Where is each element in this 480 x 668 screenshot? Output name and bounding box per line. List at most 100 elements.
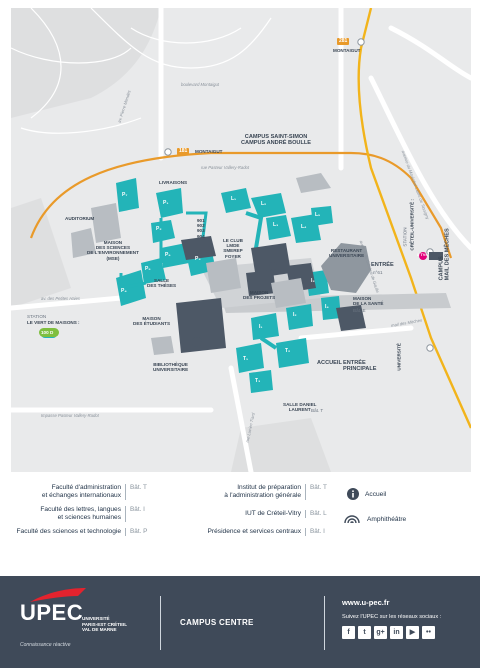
station-right-label: CRÉTEIL-UNIVERSITÉ : (409, 199, 415, 251)
building-p1: P₁ (163, 200, 169, 206)
maison-sciences-label: MAISON DES SCIENCES DE L'ENVIRONNEMENT (… (87, 240, 139, 261)
line-181-tag: 181 (177, 148, 190, 155)
legend-accueil: Accueil (347, 488, 386, 500)
legend-bat: Bât. P (130, 528, 148, 535)
road-impasse: Impasse Pasteur Vallery-Radot (41, 413, 99, 418)
legend-accueil-label: Accueil (365, 490, 387, 498)
amphitheatre-icon (344, 515, 360, 524)
building-l2: L₂ (261, 201, 267, 207)
salle-daniel-label: SALLE DANIEL LAURENT (283, 402, 317, 413)
legend-bat: Bât. T (310, 484, 327, 491)
building-t1: T₁ (243, 356, 249, 362)
salles-901-904-label: 901 902 903 904 (197, 218, 205, 239)
building-l5: L₅ (315, 212, 321, 218)
station-left-label: LE VERT DE MAISONS : (27, 320, 80, 325)
legend: Faculté d'administration et échanges int… (11, 476, 471, 572)
entree-principale-label: ENTRÉE PRINCIPALE (343, 360, 377, 373)
tagline: Connaissance réactive (20, 642, 71, 648)
maison-sante-sub-label: Bât. E (353, 308, 366, 313)
building-i3: I₃ (311, 278, 315, 284)
website-link[interactable]: www.u-pec.fr (342, 598, 390, 607)
legend-name: Présidence et services centraux (207, 528, 301, 535)
social-text: Suivez l'UPEC sur les réseaux sociaux : (342, 614, 442, 620)
linkedin-icon[interactable]: in (390, 626, 403, 639)
legend-item-institut: Institut de préparation à l'administrati… (191, 484, 327, 500)
legend-bat: Bât. I (130, 506, 145, 513)
flickr-icon[interactable]: •• (422, 626, 435, 639)
info-icon (347, 488, 359, 500)
campus-map: boulevard Montaigut av. Pierre Mendès ru… (11, 8, 471, 472)
building-t2: T₂ (285, 348, 291, 354)
campus-mail-meches-label: CAMPUS MAIL DES MÈCHES (438, 228, 451, 281)
bibliotheque-label: BIBLIOTHÈQUE UNIVERSITAIRE (153, 362, 189, 373)
entree-sub-label: n°61 (373, 270, 383, 275)
building-p6: P₆ (165, 252, 171, 258)
legend-item-sciences: Faculté des sciences et technologie Bât.… (11, 528, 147, 536)
maison-etudiants-label: MAISON DES ÉTUDIANTS (133, 316, 171, 327)
stop-montaigut-top: MONTAIGUT (333, 48, 361, 53)
building-i4: I₄ (325, 304, 329, 310)
salle-theses-label: SALLE DES THÈSES (147, 278, 177, 289)
campus-title: CAMPUS CENTRE (180, 618, 254, 627)
campus-saint-simon-label: CAMPUS SAINT-SIMON CAMPUS ANDRÉ BOULLE (241, 134, 312, 147)
legend-bat: Bât. T (130, 484, 147, 491)
building-l3: L₃ (273, 222, 279, 228)
building-i2: I₂ (293, 312, 297, 318)
building-l1: L₁ (231, 196, 237, 202)
stop-universite: UNIVERSITÉ (396, 343, 402, 371)
road-montaigut: boulevard Montaigut (181, 82, 219, 87)
station-right-title: STATION (402, 227, 408, 247)
legend-bat: Bât. I (310, 528, 325, 535)
legend-name: Faculté des lettres, langues et sciences… (40, 506, 121, 521)
station-right-lines: 8 TVM (417, 252, 429, 257)
legend-amphitheatre: Amphithéâtre (343, 514, 406, 524)
salle-daniel-sub-label: Bât. T (311, 408, 324, 413)
legend-name: Faculté des sciences et technologie (16, 528, 121, 535)
legend-item-administration: Faculté d'administration et échanges int… (11, 484, 147, 500)
accueil-label: ACCUEIL (317, 360, 342, 366)
entree-label: ENTRÉE (371, 262, 394, 268)
legend-divider (305, 510, 306, 518)
station-left-title: STATION (27, 314, 47, 319)
upec-logo: UPEC (20, 588, 86, 626)
footer-divider-2 (324, 596, 325, 650)
youtube-icon[interactable]: ▶ (406, 626, 419, 639)
legend-divider (125, 506, 126, 522)
twitter-icon[interactable]: t (358, 626, 371, 639)
road-pasteur: rue Pasteur Vallery-Radot (201, 165, 250, 170)
building-t3: T₃ (255, 378, 261, 384)
auditorium-label: AUDITORIUM (65, 216, 95, 221)
building-p3: P₃ (195, 256, 201, 262)
legend-item-lettres: Faculté des lettres, langues et sciences… (11, 506, 145, 522)
university-name: UNIVERSITÉ PARIS-EST CRÉTEIL VAL DE MARN… (82, 616, 128, 633)
building-p4: P₄ (121, 288, 127, 294)
building-i1: I₁ (259, 324, 263, 330)
building-p2: P₂ (156, 226, 162, 232)
legend-name: IUT de Créteil-Vitry (245, 510, 301, 517)
club-label: LE CLUB LMDE SMEREP FOYER (223, 238, 243, 259)
legend-item-presidence: Présidence et services centraux Bât. I (191, 528, 325, 536)
legend-divider (125, 528, 126, 536)
facebook-icon[interactable]: f (342, 626, 355, 639)
legend-divider (305, 528, 306, 536)
legend-divider (305, 484, 306, 500)
legend-divider (125, 484, 126, 500)
stop-montaigut-mid: MONTAIGUT (195, 149, 223, 154)
station-left-lines: 100 D (41, 330, 54, 335)
footer-divider-1 (160, 596, 161, 650)
restaurant-label: RESTAURANT UNIVERSITAIRE (329, 248, 365, 259)
google-plus-icon[interactable]: g+ (374, 626, 387, 639)
legend-amphitheatre-label: Amphithéâtre (367, 515, 407, 523)
footer: UPEC UNIVERSITÉ PARIS-EST CRÉTEIL VAL DE… (0, 576, 480, 668)
logo-text: UPEC (20, 600, 84, 625)
building-p5: P₅ (145, 266, 151, 272)
legend-item-iut: IUT de Créteil-Vitry Bât. L (191, 510, 327, 518)
building-l4: L₄ (301, 224, 307, 230)
line-281-tag: 281 (337, 38, 350, 45)
logo-swoosh-icon (30, 588, 86, 602)
legend-name: Institut de préparation à l'administrati… (224, 484, 301, 499)
maison-sante-label: MAISON DE LA SANTÉ (353, 296, 384, 307)
building-p7: P₇ (122, 192, 128, 198)
livraisons-label: LIVRAISONS (159, 180, 188, 185)
map-drawing (11, 8, 471, 472)
